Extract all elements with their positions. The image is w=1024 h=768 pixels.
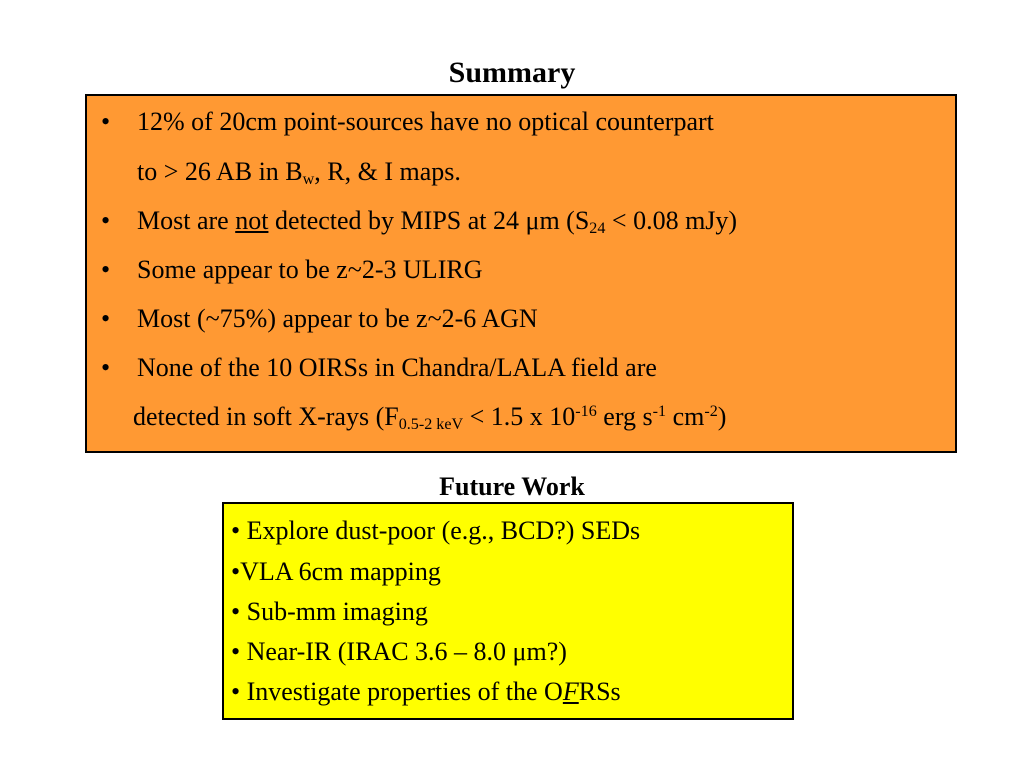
summary-item-5-part: cm	[666, 402, 705, 431]
bullet-icon: •	[101, 255, 111, 284]
future-item-5-f: F	[562, 677, 579, 706]
summary-item-5-part: )	[717, 402, 727, 431]
summary-item-1-text: 12% of 20cm point-sources have no optica…	[137, 107, 714, 136]
future-item-2: •VLA 6cm mapping	[231, 557, 441, 586]
future-work-box: • Explore dust-poor (e.g., BCD?) SEDs •V…	[222, 502, 794, 720]
future-item-1: • Explore dust-poor (e.g., BCD?) SEDs	[231, 516, 641, 545]
summary-item-5-sup: -2	[704, 403, 718, 421]
summary-item-4-text: Most (~75%) appear to be z~2-6 AGN	[137, 304, 538, 333]
summary-item-1-sub: w	[302, 171, 315, 189]
summary-item-5-continuation: detected in soft X-rays (F0.5-2 keV < 1.…	[133, 402, 727, 434]
summary-item-5-sup: -1	[652, 403, 667, 421]
bullet-icon: •	[101, 107, 111, 136]
summary-item-3-text: Some appear to be z~2-3 ULIRG	[137, 255, 483, 284]
summary-item-1-cont-text-end: , R, & I maps.	[314, 157, 461, 186]
summary-item-5-part: detected in soft X-rays (F	[133, 402, 399, 431]
summary-item-2-sub: 24	[589, 220, 606, 238]
bullet-icon: •	[101, 206, 111, 235]
summary-item-1-continuation: to > 26 AB in Bw, R, & I maps.	[137, 157, 461, 189]
bullet-icon: •	[101, 353, 111, 382]
future-item-5: • Investigate properties of the OFRSs	[231, 679, 621, 705]
summary-item-2-part: detected by MIPS at 24 μm (S	[268, 206, 590, 235]
bullet-icon: •	[101, 304, 111, 333]
summary-item-5-sub: 0.5-2 keV	[398, 416, 464, 434]
future-work-title: Future Work	[439, 472, 585, 501]
summary-title: Summary	[448, 56, 576, 89]
summary-item-1-cont-text: to > 26 AB in B	[137, 157, 303, 186]
summary-item-2-part: < 0.08 mJy)	[605, 206, 738, 235]
future-item-5-part: RSs	[578, 677, 621, 706]
future-item-5-part: • Investigate properties of the O	[231, 677, 563, 706]
future-item-4: • Near-IR (IRAC 3.6 – 8.0 μm?)	[231, 637, 567, 666]
summary-item-2-not: not	[235, 206, 269, 235]
summary-item-2-part: Most are	[137, 206, 236, 235]
future-item-3: • Sub-mm imaging	[231, 597, 428, 626]
summary-box: • 12% of 20cm point-sources have no opti…	[85, 94, 957, 453]
summary-item-5-part: < 1.5 x 10	[463, 402, 576, 431]
summary-item-2-text: Most are not detected by MIPS at 24 μm (…	[137, 206, 738, 238]
summary-item-5-sup: -16	[575, 403, 597, 421]
summary-item-5-text: None of the 10 OIRSs in Chandra/LALA fie…	[137, 353, 657, 382]
summary-item-5-part: erg s	[596, 402, 653, 431]
